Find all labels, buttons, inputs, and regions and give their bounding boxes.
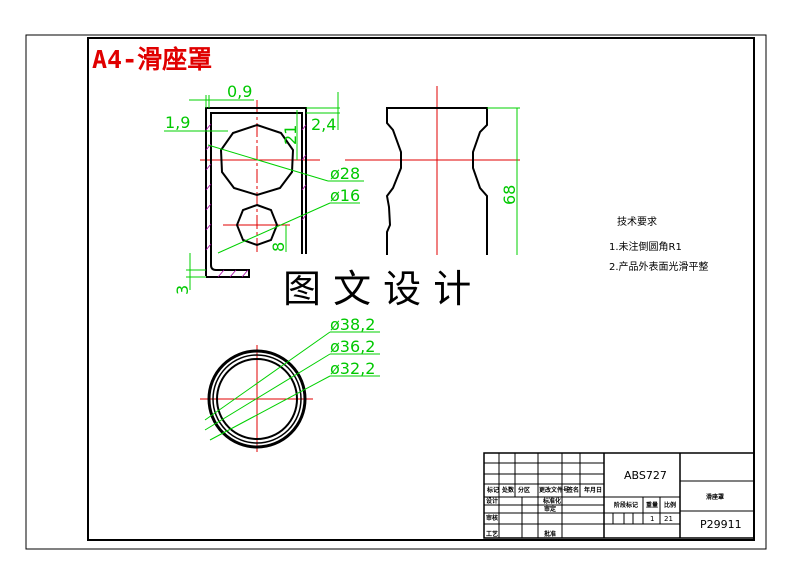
tech-item: 1.未注倒圆角R1 [609,240,682,253]
tb-label: 标准化 [542,497,561,505]
tb-label: 审核 [486,514,498,522]
tb-label: 年月日 [584,486,602,494]
tb-label: 阶段标记 [614,501,638,509]
tb-label: 比例 [664,501,676,509]
title-block-text: 标记 处数 分区 更改文件号 签名 年月日 设计 审核 工艺 标准化 审定 批准… [486,469,742,538]
tb-label: 标记 [486,486,499,494]
outer-border [25,34,767,550]
dim-label: 2,4 [311,115,336,134]
dim-label: 21 [281,125,300,145]
dim-label: 1,9 [165,113,190,132]
drawing-title: A4-滑座罩 [92,45,212,74]
front-section-view [200,86,520,278]
dim-label: ø38,2 [330,315,375,334]
dim-label: ø32,2 [330,359,375,378]
dim-label: 68 [500,185,519,205]
tb-label: 审定 [544,505,556,513]
tb-weight: 1 [650,515,654,523]
tb-label: 批准 [544,530,556,538]
top-view-circle: ø38,2 ø36,2 ø32,2 [200,315,380,452]
tech-heading: 技术要求 [617,215,657,228]
tb-drawing-no: P29911 [700,518,742,531]
tb-label: 签名 [566,486,579,494]
side-view: 68 [385,107,520,255]
watermark-text: 图 文 设 计 [283,267,471,311]
tb-label: 设计 [486,497,498,505]
tb-label: 重量 [646,501,658,509]
tb-label: 更改文件号 [539,486,569,494]
tb-part-name: 滑座罩 [706,493,724,501]
tb-material: ABS727 [624,469,667,482]
dim-label: 0,9 [227,82,252,101]
title-block [483,452,755,539]
dim-label: ø28 [330,164,360,183]
tb-label: 工艺 [486,530,498,538]
tech-item: 2.产品外表面光滑平整 [609,260,709,273]
tb-label: 分区 [518,486,530,494]
dim-label: 8 [269,242,288,252]
tb-label: 处数 [501,486,515,494]
technical-requirements: 技术要求 1.未注倒圆角R1 2.产品外表面光滑平整 [609,215,709,273]
tb-scale: 21 [664,515,673,523]
dim-label: 3 [173,285,192,295]
dim-label: ø36,2 [330,337,375,356]
dim-label: ø16 [330,186,360,205]
front-dimensions: 0,9 1,9 2,4 21 ø28 ø16 8 3 [164,82,364,295]
inner-frame [87,37,755,541]
